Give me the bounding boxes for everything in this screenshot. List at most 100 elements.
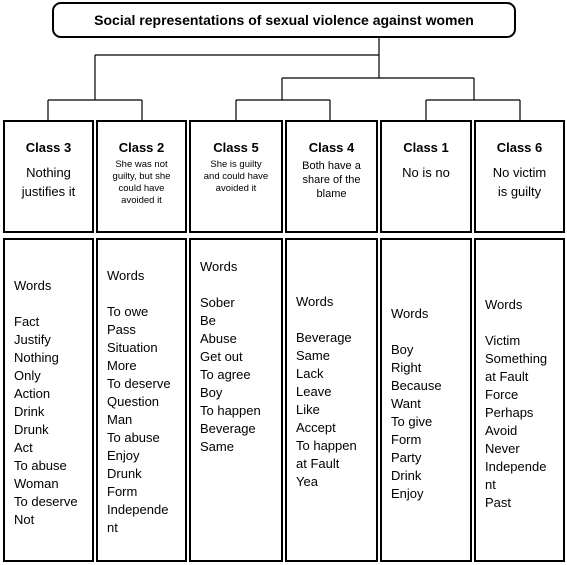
word-item: nt	[485, 477, 496, 492]
word-item: Enjoy	[107, 448, 140, 463]
word-item: at Fault	[296, 456, 340, 471]
word-item: Same	[200, 439, 234, 454]
class-2-header: Class 2 She was not guilty, but she coul…	[96, 120, 187, 233]
word-item: Party	[391, 450, 422, 465]
word-item: Drunk	[14, 422, 49, 437]
word-item: Boy	[200, 385, 223, 400]
word-item: Want	[391, 396, 421, 411]
word-item: Abuse	[200, 331, 237, 346]
word-item: Lack	[296, 366, 324, 381]
class-label: Class 4	[308, 140, 355, 155]
class-description: No is no	[402, 165, 450, 180]
word-item: Yea	[296, 474, 318, 489]
class-description: blame	[316, 188, 347, 200]
word-item: Boy	[391, 342, 414, 357]
word-item: Something	[485, 351, 548, 366]
class-description: She is guilty	[210, 159, 262, 170]
class-3-words: Words Fact Justify Nothing Only Action D…	[3, 238, 94, 562]
word-item: To happen	[296, 438, 357, 453]
word-item: Because	[391, 378, 442, 393]
word-item: Enjoy	[391, 486, 424, 501]
word-item: Situation	[107, 340, 158, 355]
word-item: Only	[14, 368, 41, 383]
word-item: Right	[391, 360, 422, 375]
words-label: Words	[296, 294, 334, 309]
word-item: Victim	[485, 333, 521, 348]
word-item: Avoid	[485, 423, 518, 438]
word-item: Never	[485, 441, 520, 456]
class-1-header: Class 1 No is no	[380, 120, 472, 233]
word-item: Man	[107, 412, 133, 427]
word-item: Force	[485, 387, 519, 402]
word-item: Beverage	[296, 330, 352, 345]
words-label: Words	[485, 297, 523, 312]
word-item: To deserve	[107, 376, 171, 391]
words-label: Words	[200, 259, 238, 274]
class-description: could have	[118, 183, 165, 194]
word-item: To happen	[200, 403, 261, 418]
class-5-words: Words Sober Be Abuse Get out To agree Bo…	[189, 238, 283, 562]
words-label: Words	[107, 268, 145, 283]
class-description: No victim	[492, 165, 547, 180]
words-label: Words	[14, 278, 52, 293]
word-item: Get out	[200, 349, 243, 364]
word-item: To abuse	[107, 430, 160, 445]
word-item: Beverage	[200, 421, 256, 436]
word-item: To give	[391, 414, 433, 429]
class-1-words: Words Boy Right Because Want To give For…	[380, 238, 472, 562]
class-description: avoided it	[121, 195, 162, 206]
class-4-words: Words Beverage Same Lack Leave Like Acce…	[285, 238, 378, 562]
word-item: Independe	[107, 502, 169, 517]
class-description: justifies it	[21, 184, 76, 199]
word-item: To agree	[200, 367, 251, 382]
class-label: Class 1	[403, 140, 449, 155]
word-item: Same	[296, 348, 330, 363]
word-item: Fact	[14, 314, 40, 329]
word-item: Woman	[14, 476, 59, 491]
word-item: Perhaps	[485, 405, 534, 420]
word-item: Act	[14, 440, 33, 455]
word-item: Action	[14, 386, 51, 401]
class-2-words: Words To owe Pass Situation More To dese…	[96, 238, 187, 562]
word-item: Leave	[296, 384, 332, 399]
word-item: To abuse	[14, 458, 67, 473]
class-description: and could have	[203, 171, 269, 182]
word-item: Independe	[485, 459, 547, 474]
class-5-header: Class 5 She is guilty and could have avo…	[189, 120, 283, 233]
class-6-words: Words Victim Something at Fault Force Pe…	[474, 238, 565, 562]
word-item: Like	[296, 402, 320, 417]
diagram-title: Social representations of sexual violenc…	[52, 2, 516, 38]
word-item: Question	[107, 394, 160, 409]
word-item: Drink	[391, 468, 422, 483]
word-item: at Fault	[485, 369, 529, 384]
class-description: She was not	[115, 159, 168, 170]
word-item: Pass	[107, 322, 136, 337]
word-item: Drink	[14, 404, 45, 419]
word-item: More	[107, 358, 137, 373]
word-item: Justify	[14, 332, 51, 347]
class-description: Nothing	[26, 165, 71, 180]
word-item: To owe	[107, 304, 149, 319]
class-label: Class 3	[25, 140, 72, 155]
class-description: avoided it	[215, 183, 257, 194]
word-item: To deserve	[14, 494, 78, 509]
word-item: nt	[107, 520, 118, 535]
words-label: Words	[391, 306, 429, 321]
class-description: guilty, but she	[112, 171, 171, 182]
class-3-header: Class 3 Nothing justifies it	[3, 120, 94, 233]
word-item: Not	[14, 512, 35, 527]
word-item: Drunk	[107, 466, 142, 481]
class-4-header: Class 4 Both have a share of the blame	[285, 120, 378, 233]
word-item: Nothing	[14, 350, 59, 365]
word-item: Sober	[200, 295, 235, 310]
word-item: Be	[200, 313, 216, 328]
word-item: Past	[485, 495, 512, 510]
word-item: Form	[107, 484, 138, 499]
class-label: Class 2	[118, 140, 165, 155]
class-description: share of the	[302, 174, 361, 186]
class-label: Class 6	[496, 140, 543, 155]
class-6-header: Class 6 No victim is guilty	[474, 120, 565, 233]
word-item: Accept	[296, 420, 336, 435]
class-label: Class 5	[213, 140, 259, 155]
class-description: is guilty	[497, 184, 542, 199]
